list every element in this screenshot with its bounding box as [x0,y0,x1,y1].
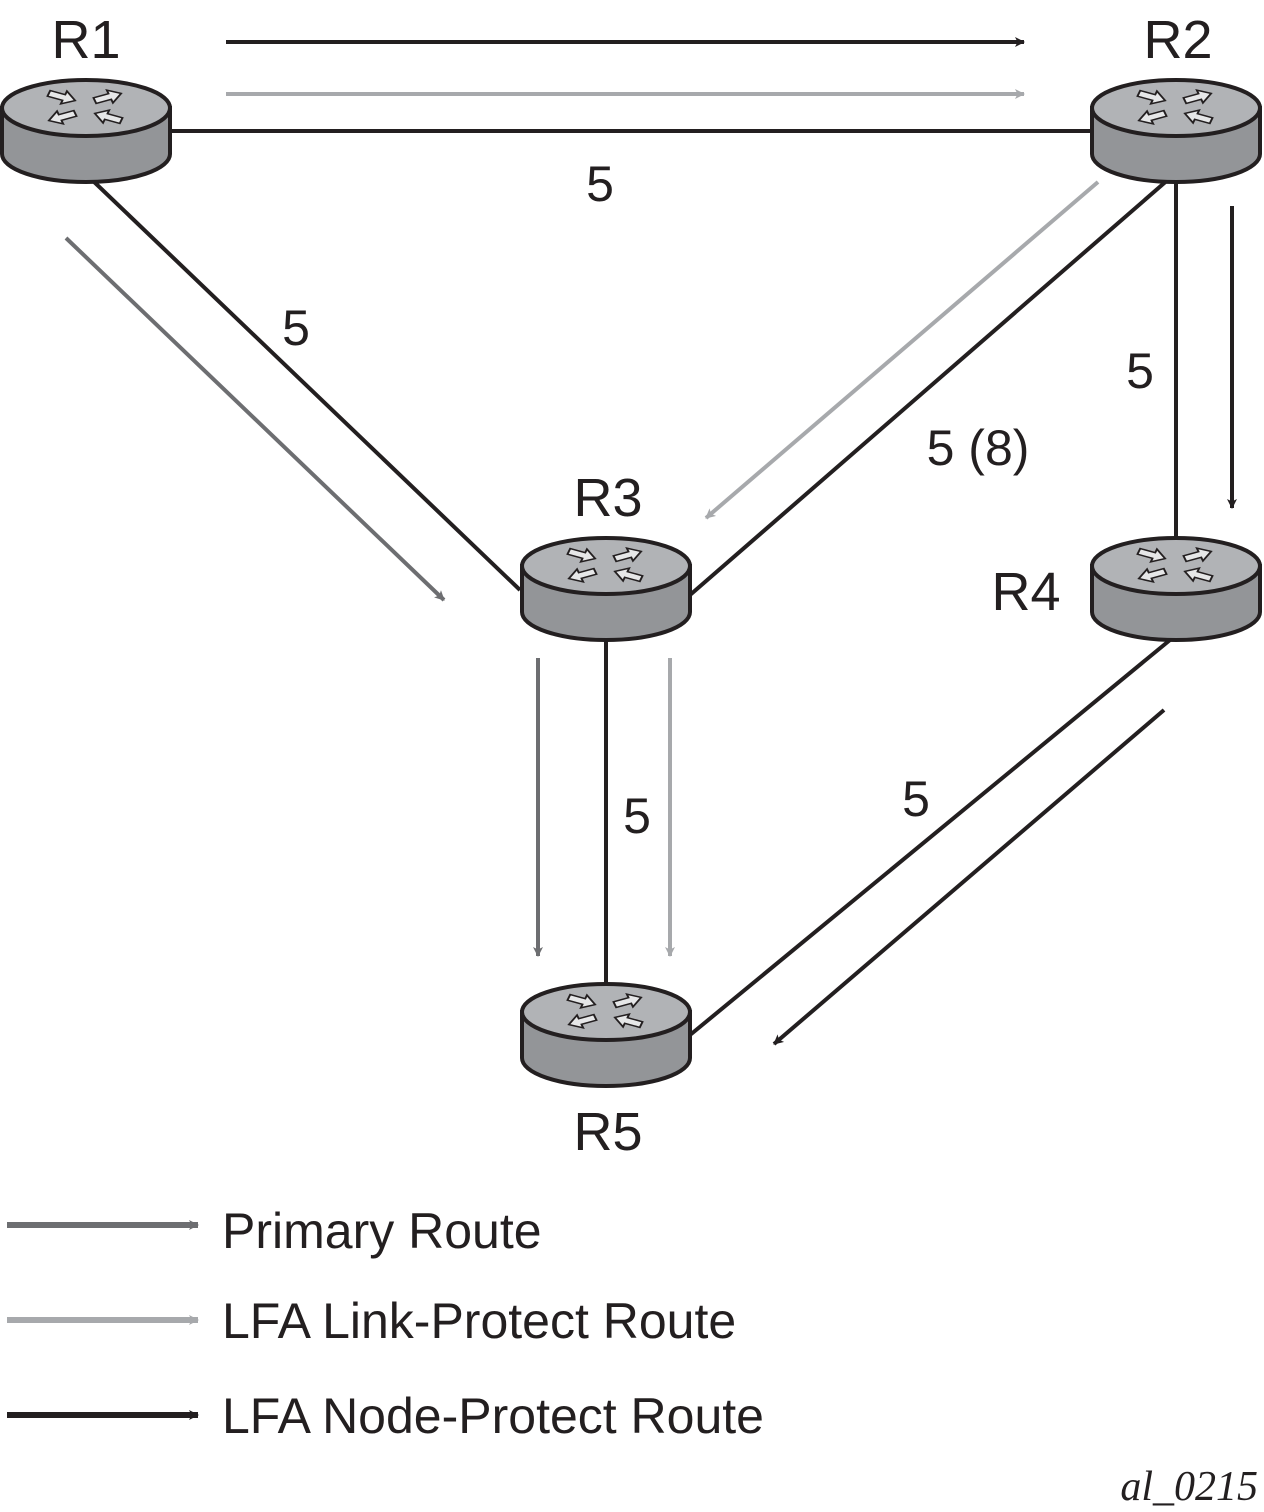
router-arrow-glyph [46,89,77,106]
router-label-r4: R4 [991,562,1060,622]
links [88,129,1178,1037]
router-arrow-glyph [567,1013,598,1030]
router-arrow-glyph [613,1012,644,1029]
legend-label-node-protect: LFA Node-Protect Route [222,1388,764,1444]
cost-label-r2-r3: 5 (8) [927,420,1030,476]
router-arrow-glyph [566,547,597,564]
cost-label-r4-r5: 5 [902,771,930,827]
router-arrow-glyph [1183,108,1214,125]
link-r2-r3 [688,176,1172,597]
router-icon-r4 [1090,536,1262,642]
legend-label-link-protect: LFA Link-Protect Route [222,1293,736,1349]
router-arrow-glyph [1137,109,1168,126]
router-arrow-glyph [92,88,123,105]
router-arrow-glyph [1183,566,1214,583]
router-arrow-glyph [612,992,643,1009]
router-icon-r1 [0,78,172,184]
legend-label-primary: Primary Route [222,1203,542,1259]
cost-label-r1-r2: 5 [586,156,614,212]
router-arrow-glyph [1182,88,1213,105]
router-icon-r2 [1090,78,1262,184]
router-arrow-glyph [1182,546,1213,563]
routes [64,37,1237,1046]
router-label-r3: R3 [573,468,642,528]
router-arrow-glyph [1136,547,1167,564]
router-arrow-glyph [47,109,78,126]
router-arrow-glyph [1137,567,1168,584]
cost-label-r2-r4: 5 [1126,343,1154,399]
router-arrow-glyph [93,108,124,125]
router-arrow-glyph [566,993,597,1010]
router-label-r1: R1 [51,10,120,70]
router-icon-r5 [520,982,692,1088]
cost-label-r3-r5: 5 [623,788,651,844]
router-label-r2: R2 [1143,10,1212,70]
cost-label-r1-r3: 5 [282,300,310,356]
link-r1-r3 [88,176,522,592]
route-node-protect-r4-r5 [772,708,1166,1046]
router-arrow-glyph [1136,89,1167,106]
router-arrow-glyph [567,567,598,584]
link-r4-r5 [688,638,1172,1037]
route-link-protect-r2-r3 [704,180,1100,520]
router-icon-r3 [520,536,692,642]
route-primary-r1-r3 [64,236,446,602]
legend: Primary Route LFA Link-Protect Route LFA… [7,1203,764,1444]
figure-id: al_0215 [1120,1464,1258,1510]
router-label-r5: R5 [573,1102,642,1162]
router-arrow-glyph [613,566,644,583]
router-arrow-glyph [612,546,643,563]
routers [0,78,1262,1088]
